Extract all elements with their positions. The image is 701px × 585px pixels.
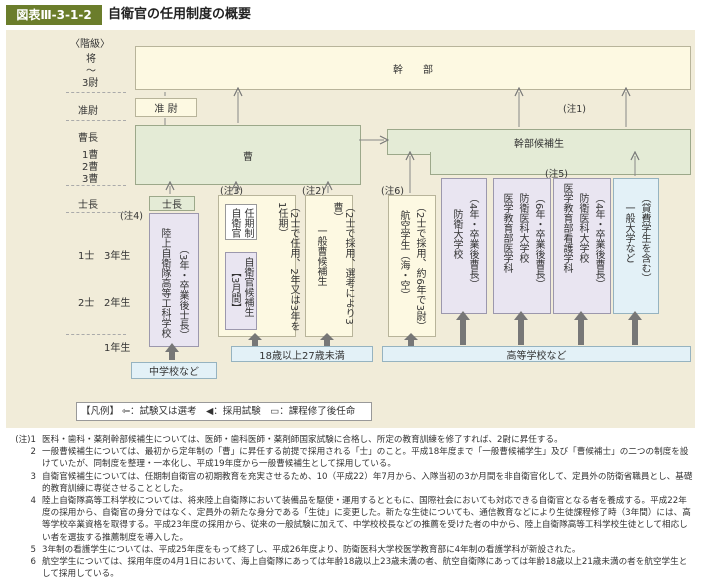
- note-key: (注)1: [15, 435, 36, 445]
- kango-note: （4年・卒業後曹長）: [593, 193, 604, 290]
- ika-b: 医学教育部医学科: [501, 193, 512, 273]
- rank-2shi: 2士: [78, 298, 95, 309]
- box-ika-igaku: （6年・卒業後曹長） 防衛医科大学校 医学教育部医学科: [493, 178, 551, 314]
- figure-number: 図表Ⅲ-3-1-2: [6, 5, 102, 25]
- legend: 【凡例】 ⇦：試験又は選考 ◀：採用試験 ▭：課程修了後任命: [76, 402, 372, 421]
- note-item: 3 自衛官候補生については、任期制自衛官の初期教育を充実させるため、10（平成22…: [6, 471, 695, 495]
- note-label-1: (注1): [563, 104, 586, 115]
- ippan-sou-label: 一般曹候補生: [315, 226, 326, 286]
- recruitment-arrows: [165, 311, 642, 360]
- koukuu-note: （2士で採用、約6年で3尉）: [414, 202, 425, 332]
- ippan-dai-note: （貸費学生を含む）: [639, 193, 650, 283]
- koukuu-label: 航空学生（海・空）: [398, 210, 409, 300]
- note-label-4: (注4): [120, 211, 143, 222]
- box-ippan-sou: （2士で採用、選考により3曹） 一般曹候補生: [305, 195, 354, 337]
- box-ninkisei: 任期制 自衛官 自衛官候補生 【3月間】 （2士で任用、2年又は3年を1任期）: [218, 195, 299, 337]
- ippan-sou-note: （2士で採用、選考により3曹）: [331, 202, 354, 325]
- grid-line: [66, 334, 126, 335]
- rank-heading: 〈階級〉: [70, 39, 110, 50]
- kango-a: 防衛医科大学校: [577, 193, 588, 263]
- rank-shou: 将: [86, 54, 96, 65]
- rank-3so: 3曹: [82, 174, 99, 185]
- note-item: 4 陸上自衛隊高等工科学校については、将来陸上自衛隊において装備品を駆使・運用する…: [6, 495, 695, 544]
- box-jieikan-kouhosei: 自衛官候補生 【3月間】: [225, 252, 257, 330]
- boueidai-note: （4年・卒業後曹長）: [467, 193, 478, 290]
- source-high-school: 高等学校など: [382, 346, 691, 362]
- grid-line: [66, 120, 126, 121]
- ika-a: 防衛医科大学校: [517, 193, 528, 263]
- box-jun-i-label: 准 尉: [154, 104, 178, 115]
- ippan-dai-label: 一般大学など: [623, 203, 634, 263]
- source-age-range-label: 18歳以上27歳未満: [259, 350, 345, 362]
- ika-note: （6年・卒業後曹長）: [533, 193, 544, 290]
- note-item: 5 3年制の看護学生については、平成25年度をもって終了し、平成26年度より、防衛…: [6, 544, 695, 556]
- note-item: 2 一般曹候補生については、最初から定年制の「曹」に昇任する前提で採用される「士」…: [6, 446, 695, 470]
- rank-2so: 2曹: [82, 162, 99, 173]
- rank-jun-i: 准尉: [78, 106, 98, 117]
- rank-1so: 1曹: [82, 150, 99, 161]
- box-kanbu: 幹 部: [135, 46, 691, 90]
- note-label-5: (注5): [545, 169, 568, 180]
- box-jun-i: 准 尉: [135, 98, 197, 117]
- rank-3i: 3尉: [82, 78, 99, 89]
- note-label-2: (注2): [302, 186, 325, 197]
- box-shicho: 士長: [149, 196, 195, 211]
- rank-shicho: 士長: [78, 200, 98, 211]
- box-kanbu-kouhosei-label: 幹部候補生: [514, 138, 564, 150]
- ninki-a: 任期制: [242, 208, 253, 238]
- notes-section: (注)1 医科・歯科・薬剤幹部候補生については、医師・歯科医師・薬剤師国家試験に合…: [6, 434, 695, 580]
- note-text: 航空学生については、採用年度の4月1日において、海上自衛隊にあっては年齢18歳以…: [42, 557, 688, 580]
- box-ippan-daigaku: （貸費学生を含む） 一般大学など: [613, 178, 659, 314]
- grid-line: [66, 92, 126, 93]
- figure-title: 自衛官の任用制度の概要: [108, 7, 252, 22]
- box-ika-kango: （4年・卒業後曹長） 防衛医科大学校 医学教育部看護学科: [553, 178, 611, 314]
- rank-tilde: 〜: [86, 66, 96, 77]
- box-shicho-label: 士長: [162, 200, 182, 211]
- note-key: 3: [30, 471, 36, 482]
- box-boueidai: （4年・卒業後曹長） 防衛大学校: [441, 178, 487, 314]
- note-text: 陸上自衛隊高等工科学校については、将来陸上自衛隊において装備品を駆使・運用すると…: [42, 496, 691, 543]
- three-months-label: 【3月間】: [229, 267, 240, 314]
- source-age-range: 18歳以上27歳未満: [231, 346, 373, 362]
- source-junior-high: 中学校など: [131, 362, 217, 379]
- note-text: 自衛官候補生については、任期制自衛官の初期教育を充実させるため、10（平成22）…: [42, 471, 693, 494]
- note-text: 3年制の看護学生については、平成25年度をもって終了し、平成26年度より、防衛医…: [42, 544, 581, 555]
- jieikan-kouhosei-label: 自衛官候補生: [242, 257, 253, 317]
- source-junior-high-label: 中学校など: [149, 367, 199, 378]
- note-item: 6 航空学生については、採用年度の4月1日において、海上自衛隊にあっては年齢18歳…: [6, 556, 695, 580]
- grid-line: [66, 185, 126, 186]
- ninki-b: 自衛官: [229, 208, 240, 238]
- source-high-school-label: 高等学校など: [506, 350, 567, 362]
- note-key: 6: [30, 557, 36, 568]
- rank-souchou: 曹長: [78, 133, 98, 144]
- note-text: 医科・歯科・薬剤幹部候補生については、医師・歯科医師・薬剤師国家試験に合格し、所…: [42, 435, 563, 445]
- note-key: 5: [30, 544, 36, 555]
- note-label-3: (注3): [220, 186, 243, 197]
- note-label-6: (注6): [381, 186, 404, 197]
- note-item: (注)1 医科・歯科・薬剤幹部候補生については、医師・歯科医師・薬剤師国家試験に合…: [6, 434, 695, 446]
- kango-b: 医学教育部看護学科: [561, 183, 572, 273]
- box-kanbu-label: 幹 部: [393, 64, 433, 76]
- note-text: 一般曹候補生については、最初から定年制の「曹」に昇任する前提で採用される「士」の…: [42, 447, 689, 470]
- rank-year3: 3年生: [104, 251, 131, 262]
- rikujou-label: 陸上自衛隊高等工科学校: [159, 228, 170, 338]
- box-kanbu-kouhosei-ext: [430, 152, 691, 175]
- rikujou-note: （3年・卒業後士長）: [177, 244, 188, 341]
- box-koukuu: （2士で採用、約6年で3尉） 航空学生（海・空）: [388, 195, 436, 337]
- grid-line: [66, 212, 126, 213]
- box-rikujou-kouka: （3年・卒業後士長） 陸上自衛隊高等工科学校: [149, 213, 199, 347]
- box-sou: 曹: [135, 125, 361, 185]
- box-ninkisei-inner: 任期制 自衛官: [225, 204, 257, 240]
- note-key: 4: [30, 496, 36, 507]
- ninki-term: （2士で任用、2年又は3年を1任期）: [276, 202, 299, 332]
- note-key: 2: [30, 447, 36, 458]
- boueidai-label: 防衛大学校: [451, 209, 462, 259]
- box-sou-label: 曹: [243, 151, 253, 163]
- rank-year2: 2年生: [104, 298, 131, 309]
- rank-1shi: 1士: [78, 251, 95, 262]
- box-kanbu-kouhosei: 幹部候補生: [387, 129, 691, 155]
- rank-year1: 1年生: [104, 343, 131, 354]
